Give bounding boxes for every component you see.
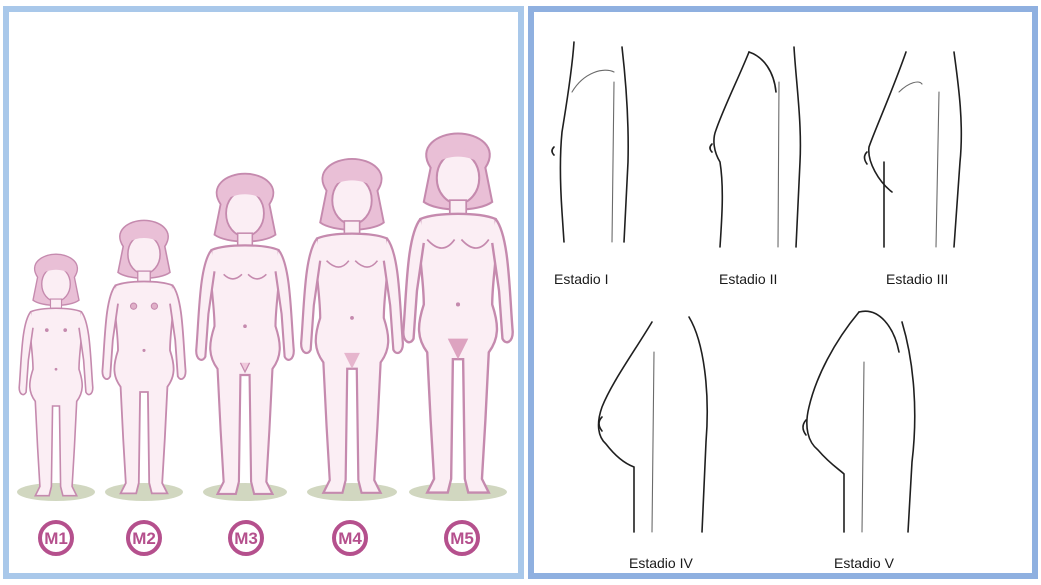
tanner-figures-illustration: M1 M2 M3 M4 M5 xyxy=(9,12,518,573)
figure-m1 xyxy=(19,254,93,495)
breast-profile-illustration: Estadio I Estadio II Estadio III Es xyxy=(534,12,1032,573)
stage-badge-m5: M5 xyxy=(446,522,478,554)
stage-label-estadio-1: Estadio I xyxy=(554,271,608,287)
stage-badge-m1: M1 xyxy=(40,522,72,554)
stage-badge-m2: M2 xyxy=(128,522,160,554)
stage-badge-label: M2 xyxy=(132,529,156,548)
profile-sketch-estadio-3 xyxy=(865,52,962,247)
stage-label-estadio-2: Estadio II xyxy=(719,271,777,287)
stage-label-estadio-5: Estadio V xyxy=(834,555,895,571)
stage-badge-label: M5 xyxy=(450,529,474,548)
stage-badge-m3: M3 xyxy=(230,522,262,554)
profile-sketch-estadio-2 xyxy=(710,47,800,247)
stage-label-estadio-4: Estadio IV xyxy=(629,555,693,571)
breast-profile-panel: Estadio I Estadio II Estadio III Es xyxy=(528,6,1038,579)
stage-badge-m4: M4 xyxy=(334,522,366,554)
figure-m4 xyxy=(301,159,403,493)
stage-badge-label: M3 xyxy=(234,529,258,548)
profile-sketch-estadio-5 xyxy=(803,311,915,532)
stage-label-estadio-3: Estadio III xyxy=(886,271,948,287)
profile-sketch-estadio-4 xyxy=(599,317,708,532)
stage-badge-label: M1 xyxy=(44,529,68,548)
figure-m5 xyxy=(403,133,512,492)
stage-badge-label: M4 xyxy=(338,529,362,548)
tanner-figures-panel: M1 M2 M3 M4 M5 xyxy=(3,6,524,579)
figure-m3 xyxy=(196,174,294,494)
profile-sketch-estadio-1 xyxy=(552,42,628,242)
figure-m2 xyxy=(102,220,185,493)
